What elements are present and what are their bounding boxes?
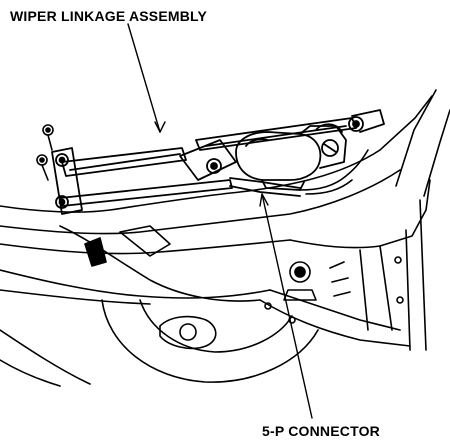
- wiper-linkage-leader: [127, 23, 161, 133]
- fender-structure: [259, 89, 450, 351]
- strut-tower: [0, 299, 319, 387]
- wiper-linkage: [51, 109, 385, 215]
- mounting-bolts: [36, 124, 54, 181]
- wiper-linkage-assembly-label: WIPER LINKAGE ASSEMBLY: [10, 8, 208, 24]
- leader-lines: [127, 23, 313, 419]
- wire-harness: [299, 149, 369, 195]
- connector-leader: [261, 193, 313, 419]
- wiper-motor: [235, 123, 347, 191]
- wiper-linkage-leader-arrow: [154, 121, 166, 133]
- connector-leader-arrow: [259, 193, 269, 207]
- cowl-panel: [0, 95, 433, 305]
- five-p-connector-label: 5-P CONNECTOR: [262, 423, 380, 439]
